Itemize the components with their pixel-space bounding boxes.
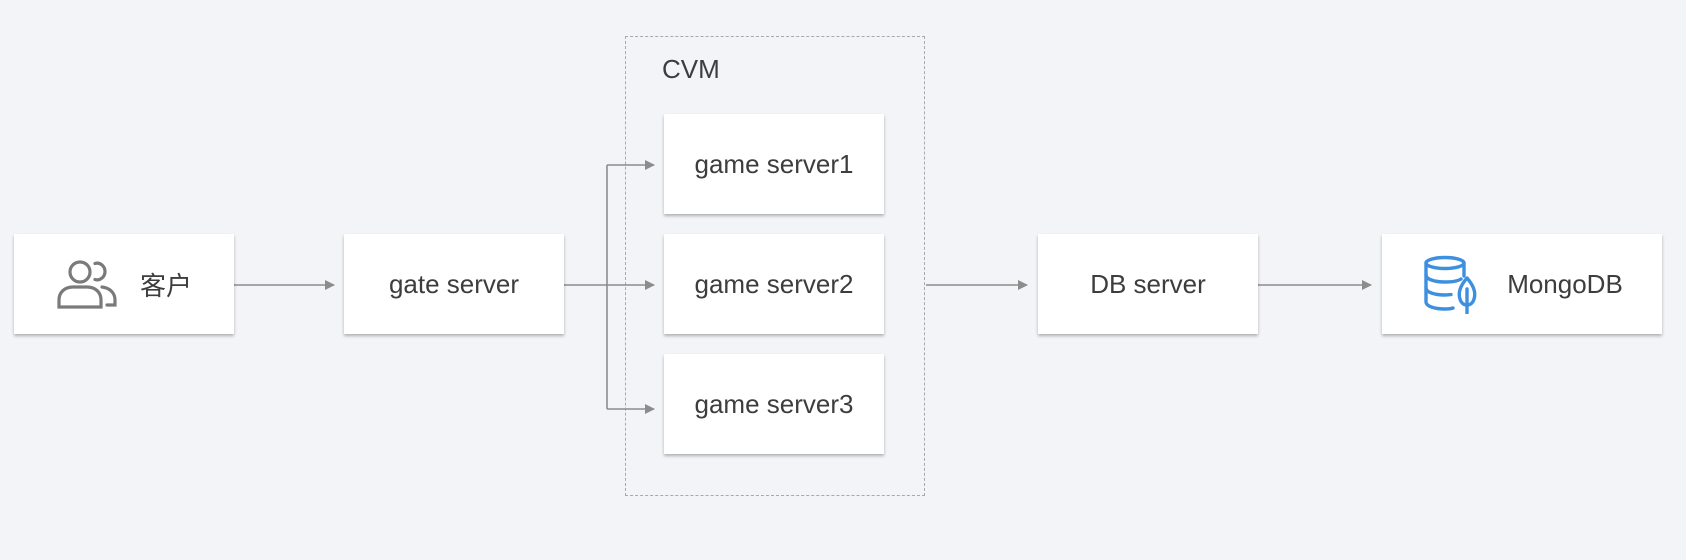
mongodb-label: MongoDB [1507,268,1623,299]
client-label: 客户 [139,270,192,301]
users-icon [56,258,118,310]
gate-server-label: gate server [388,268,520,299]
cvm-group-title: CVM [662,54,720,84]
mongodb-database-icon [1421,254,1481,314]
mongodb-node: MongoDB [1382,234,1662,334]
client-node: 客户 [14,234,234,334]
game-server2-node: game server2 [664,234,884,334]
db-server-label: DB server [1090,268,1206,299]
game-server2-label: game server2 [694,268,854,299]
db-server-node: DB server [1038,234,1258,334]
game-server3-label: game server3 [694,388,854,419]
game-server1-label: game server1 [694,148,854,179]
game-server3-node: game server3 [664,354,884,454]
cvm-group [625,36,925,496]
game-server1-node: game server1 [664,114,884,214]
gate-server-node: gate server [344,234,564,334]
